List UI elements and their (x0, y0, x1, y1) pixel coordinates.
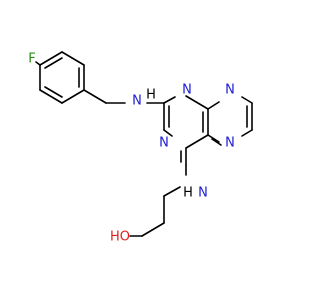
ring-n1-label: N (182, 83, 192, 98)
ring-n2-label: N (159, 136, 169, 151)
bond (163, 186, 181, 197)
bond (207, 134, 220, 143)
amine-top-h-label: H (146, 88, 156, 103)
bond-layer (35, 51, 253, 237)
amine-bottom-h-label: H (183, 186, 193, 201)
bond (61, 89, 85, 104)
ring-n3-label: N (225, 83, 235, 98)
bond (163, 129, 173, 137)
bond (185, 95, 209, 110)
ring-n4-label: N (225, 136, 235, 151)
bond (44, 57, 63, 69)
atom-label-layer: F N H N N N N N H HO (28, 52, 235, 245)
bond (241, 96, 253, 104)
fluorine-atom-label: F (28, 52, 35, 67)
bond (211, 138, 222, 146)
bond (83, 89, 107, 104)
bond (39, 51, 63, 66)
molecule-structure-diagram: F N H N N N N N H HO (28, 51, 253, 245)
bond (61, 51, 85, 66)
bond (207, 101, 220, 110)
bond (241, 129, 253, 137)
bond (163, 96, 176, 104)
hydroxyl-label: HO (110, 230, 130, 245)
amine-top-n-label: N (132, 94, 142, 109)
bond (185, 134, 209, 149)
bond (39, 89, 63, 104)
bond (141, 222, 165, 237)
bond (44, 86, 63, 98)
bond (35, 61, 41, 66)
amine-bottom-n-label: N (198, 186, 208, 201)
